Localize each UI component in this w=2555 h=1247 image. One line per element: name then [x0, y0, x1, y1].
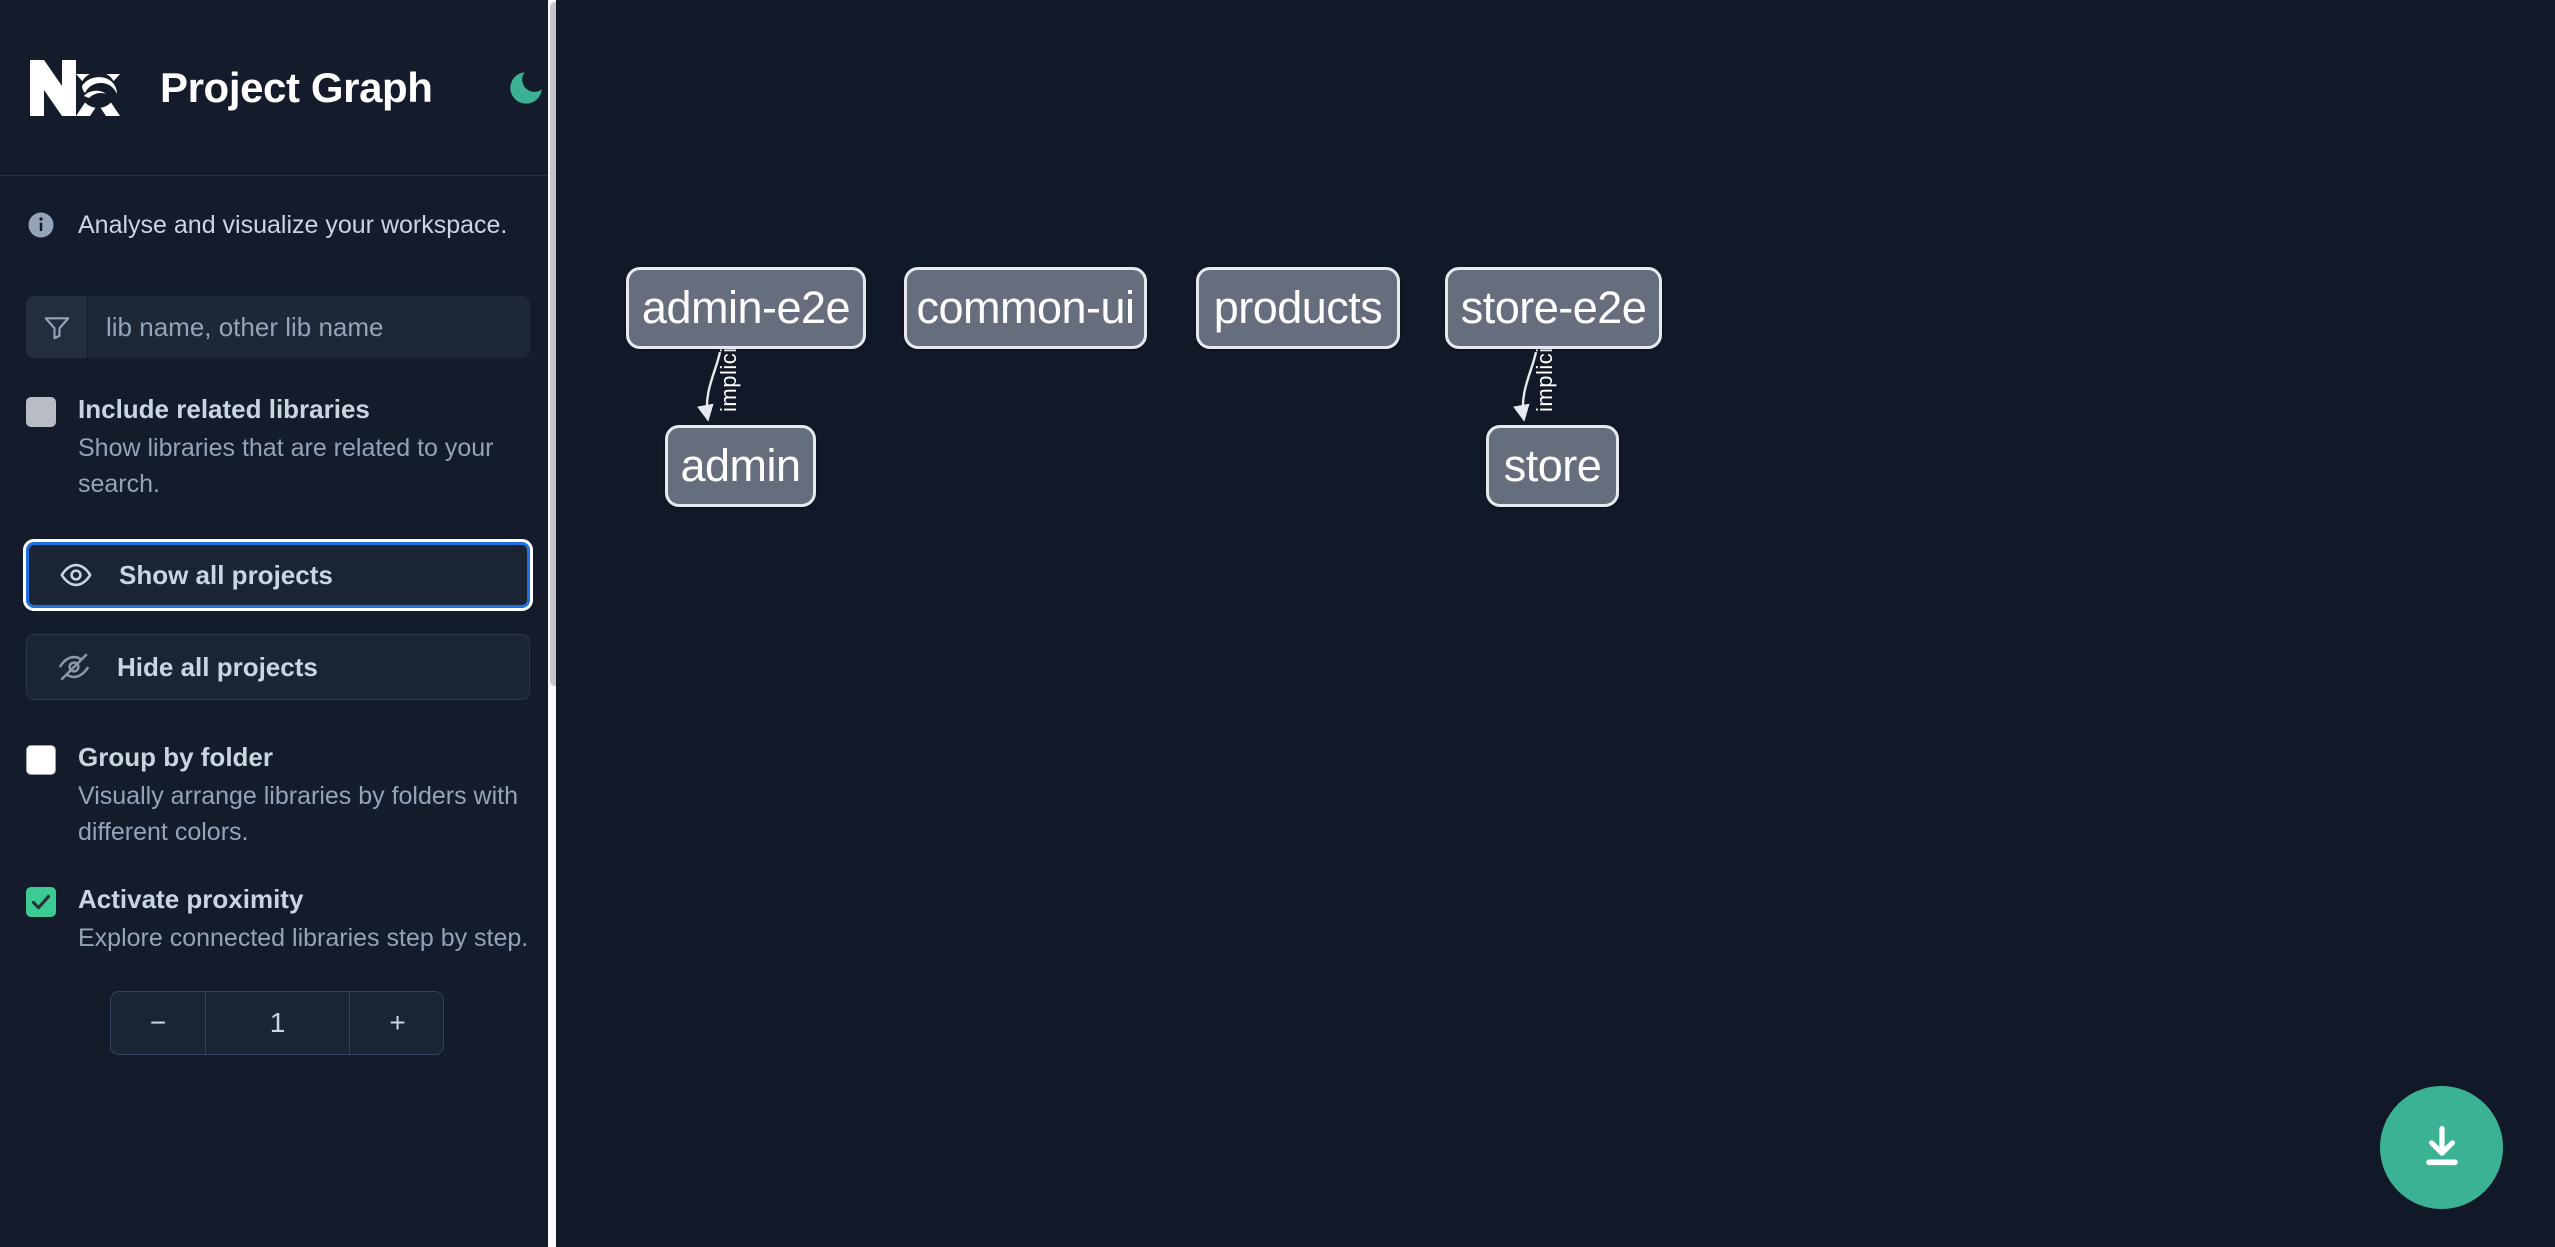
option-group-by-folder[interactable]: Group by folder Visually arrange librari… [0, 740, 556, 850]
option-texts: Group by folder Visually arrange librari… [78, 740, 530, 850]
search-input[interactable] [88, 296, 530, 358]
option-label: Include related libraries [78, 394, 370, 424]
option-activate-proximity[interactable]: Activate proximity Explore connected lib… [0, 882, 556, 957]
edge-label-store: implicit [1532, 340, 1557, 412]
filter-funnel-icon[interactable] [26, 296, 88, 358]
option-description: Show libraries that are related to your … [78, 434, 494, 498]
stepper-value: 1 [206, 991, 350, 1054]
proximity-stepper: − 1 + [110, 990, 444, 1055]
graph-node-admin[interactable]: admin [665, 425, 816, 507]
nx-logo [26, 56, 122, 120]
info-icon [26, 210, 56, 240]
option-include-related-libraries[interactable]: Include related libraries Show libraries… [0, 392, 556, 502]
option-texts: Activate proximity Explore connected lib… [78, 882, 528, 957]
graph-node-products[interactable]: products [1196, 267, 1400, 349]
moon-icon[interactable] [469, 67, 542, 109]
group-by-folder-checkbox[interactable] [26, 745, 56, 776]
hide-all-projects-label: Hide all projects [117, 651, 318, 682]
show-all-row: Show all projects [0, 539, 556, 612]
include-related-libraries-checkbox[interactable] [26, 397, 56, 427]
stepper-decrement-button[interactable]: − [111, 991, 206, 1054]
graph-node-admin-e2e[interactable]: admin-e2e [626, 267, 866, 349]
download-icon [2425, 1125, 2458, 1165]
proximity-stepper-wrap: − 1 + [0, 990, 556, 1055]
sidebar-scrollbar-track[interactable] [548, 0, 556, 1247]
show-all-projects-label: Show all projects [119, 559, 333, 590]
option-label: Activate proximity [78, 884, 304, 915]
tagline-text: Analyse and visualize your workspace. [78, 210, 508, 239]
option-description: Explore connected libraries step by step… [78, 924, 529, 953]
graph-node-store[interactable]: store [1486, 425, 1619, 507]
tagline: Analyse and visualize your workspace. [0, 176, 556, 274]
option-texts: Include related libraries Show libraries… [78, 392, 530, 502]
option-label: Group by folder [78, 742, 273, 773]
graph-canvas[interactable]: implicit implicit admin-e2e common-ui pr… [556, 0, 2555, 1247]
show-all-projects-button[interactable]: Show all projects [23, 539, 533, 612]
graph-edges [697, 351, 1538, 422]
page-title: Project Graph [160, 63, 433, 111]
hide-all-row: Hide all projects [0, 634, 556, 701]
graph-node-store-e2e[interactable]: store-e2e [1445, 267, 1662, 349]
sidebar: Project Graph Analyse and visualize yo [0, 0, 556, 1247]
eye-icon [59, 558, 93, 592]
search-bar [26, 296, 530, 358]
stepper-increment-button[interactable]: + [350, 991, 443, 1054]
hide-all-projects-button[interactable]: Hide all projects [26, 634, 530, 701]
eye-off-icon [57, 650, 91, 684]
graph-node-common-ui[interactable]: common-ui [904, 267, 1147, 349]
download-graph-button[interactable] [2380, 1086, 2503, 1209]
sidebar-content: Project Graph Analyse and visualize yo [0, 0, 556, 1247]
sidebar-header: Project Graph [0, 0, 556, 176]
activate-proximity-checkbox[interactable] [26, 887, 56, 918]
option-description: Visually arrange libraries by folders wi… [78, 782, 519, 846]
edge-label-admin: implicit [716, 340, 741, 412]
sidebar-scrollbar-thumb[interactable] [550, 2, 556, 686]
